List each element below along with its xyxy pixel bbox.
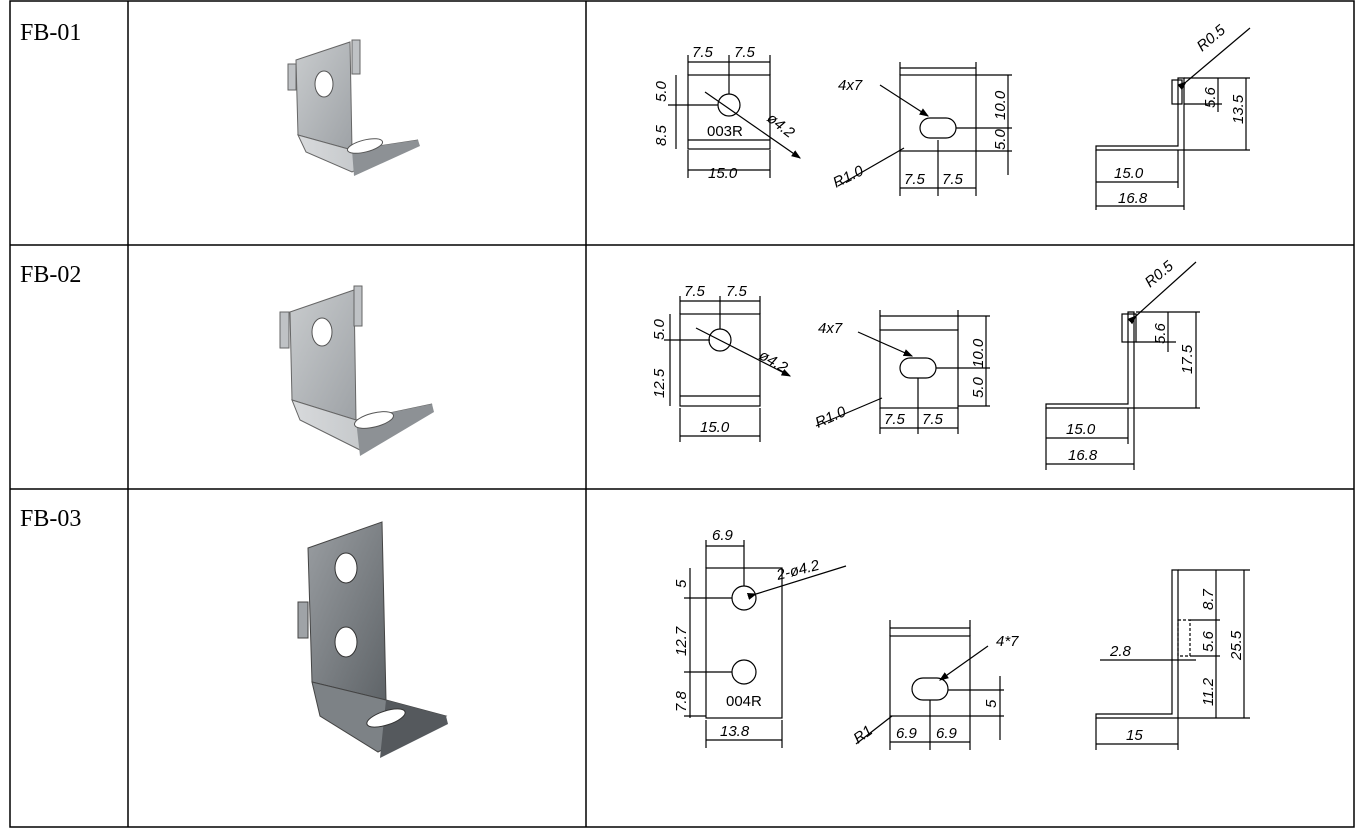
dim-fb03-side-bottom: 11.2 <box>1200 677 1217 706</box>
dim-fb02-back-wl: 7.5 <box>884 411 906 428</box>
dim-fb01-side-overall: 16.8 <box>1118 190 1148 207</box>
row-label-fb02: FB-02 <box>20 262 82 288</box>
dim-fb02-side-base: 15.0 <box>1066 421 1096 438</box>
bracket-render-fb01 <box>287 39 420 176</box>
dim-fb03-front-whalf: 6.9 <box>712 527 734 544</box>
dim-fb01-front-hole: ø4.2 <box>764 110 799 142</box>
dim-fb02-front-hole: ø4.2 <box>756 347 791 377</box>
dim-fb01-side-base: 15.0 <box>1114 165 1144 182</box>
dim-fb01-front-mark: 003R <box>707 123 743 140</box>
side-view-fb02 <box>1045 261 1200 470</box>
dim-fb03-back-hb: 5 <box>983 699 1000 708</box>
dim-fb03-front-hb: 7.8 <box>673 690 690 712</box>
dim-fb02-front-width: 15.0 <box>700 419 730 436</box>
dim-fb03-back-radius: R1 <box>850 722 876 747</box>
dim-fb03-front-mark: 004R <box>726 693 762 710</box>
dim-fb02-front-wl: 7.5 <box>684 283 706 300</box>
dim-fb01-side-tab: 5.6 <box>1202 86 1219 108</box>
back-view-fb02 <box>815 310 990 434</box>
dim-fb02-back-slot: 4x7 <box>818 320 843 337</box>
dim-fb03-back-wr: 6.9 <box>936 725 958 742</box>
dim-fb01-back-wl: 7.5 <box>904 171 926 188</box>
dim-fb03-front-hole: 2-ø4.2 <box>774 557 822 584</box>
dim-fb02-front-htot: 12.5 <box>651 368 668 398</box>
dim-fb03-side-base: 15 <box>1126 727 1143 744</box>
dim-fb03-side-offset: 2.8 <box>1109 643 1132 660</box>
dim-fb02-side-overall: 16.8 <box>1068 447 1098 464</box>
side-view-fb01 <box>1095 27 1251 210</box>
row-label-fb03: FB-03 <box>20 506 82 532</box>
dim-fb02-front-wr: 7.5 <box>726 283 748 300</box>
dim-fb02-side-bend: R0.5 <box>1142 257 1178 291</box>
dim-fb02-back-ht: 10.0 <box>970 338 987 368</box>
front-view-fb01 <box>668 55 801 178</box>
row-label-fb01: FB-01 <box>20 20 82 46</box>
dim-fb01-front-wr: 7.5 <box>734 44 756 61</box>
dim-fb03-back-wl: 6.9 <box>896 725 918 742</box>
side-view-fb03 <box>1095 569 1250 750</box>
dim-fb03-front-ht: 5 <box>673 579 690 588</box>
back-view-fb01 <box>837 62 1012 196</box>
front-view-fb02 <box>664 296 792 442</box>
dim-fb03-side-height: 25.5 <box>1228 630 1245 661</box>
dim-fb01-side-height: 13.5 <box>1230 94 1247 124</box>
dim-fb01-back-hb: 5.0 <box>992 128 1009 150</box>
front-view-fb03 <box>684 540 847 748</box>
dim-fb02-back-wr: 7.5 <box>922 411 944 428</box>
dim-fb02-side-height: 17.5 <box>1179 344 1196 374</box>
back-view-fb03 <box>855 620 1004 750</box>
dim-fb03-front-hm: 12.7 <box>673 626 690 656</box>
dim-fb01-back-slot: 4x7 <box>838 77 863 94</box>
dim-fb02-back-hb: 5.0 <box>970 376 987 398</box>
dim-fb02-side-tab: 5.6 <box>1152 322 1169 344</box>
dim-fb01-front-ht: 5.0 <box>653 80 670 102</box>
dim-fb01-front-wl: 7.5 <box>692 44 714 61</box>
dim-fb01-back-wr: 7.5 <box>942 171 964 188</box>
dim-fb01-front-width: 15.0 <box>708 165 738 182</box>
dim-fb01-back-radius: R1.0 <box>830 162 867 191</box>
dim-fb02-front-ht: 5.0 <box>651 318 668 340</box>
dim-fb03-front-width: 13.8 <box>720 723 750 740</box>
dim-fb03-side-top: 8.7 <box>1200 588 1217 610</box>
table-grid <box>9 0 1355 828</box>
bracket-render-fb02 <box>279 285 434 456</box>
dim-fb03-side-tab: 5.6 <box>1200 630 1217 652</box>
dim-fb02-back-radius: R1.0 <box>813 403 849 432</box>
bracket-render-fb03 <box>297 521 448 758</box>
dim-fb01-back-ht: 10.0 <box>992 90 1009 120</box>
dim-fb03-back-slot: 4*7 <box>996 633 1019 650</box>
dim-fb01-front-htot: 8.5 <box>653 124 670 146</box>
